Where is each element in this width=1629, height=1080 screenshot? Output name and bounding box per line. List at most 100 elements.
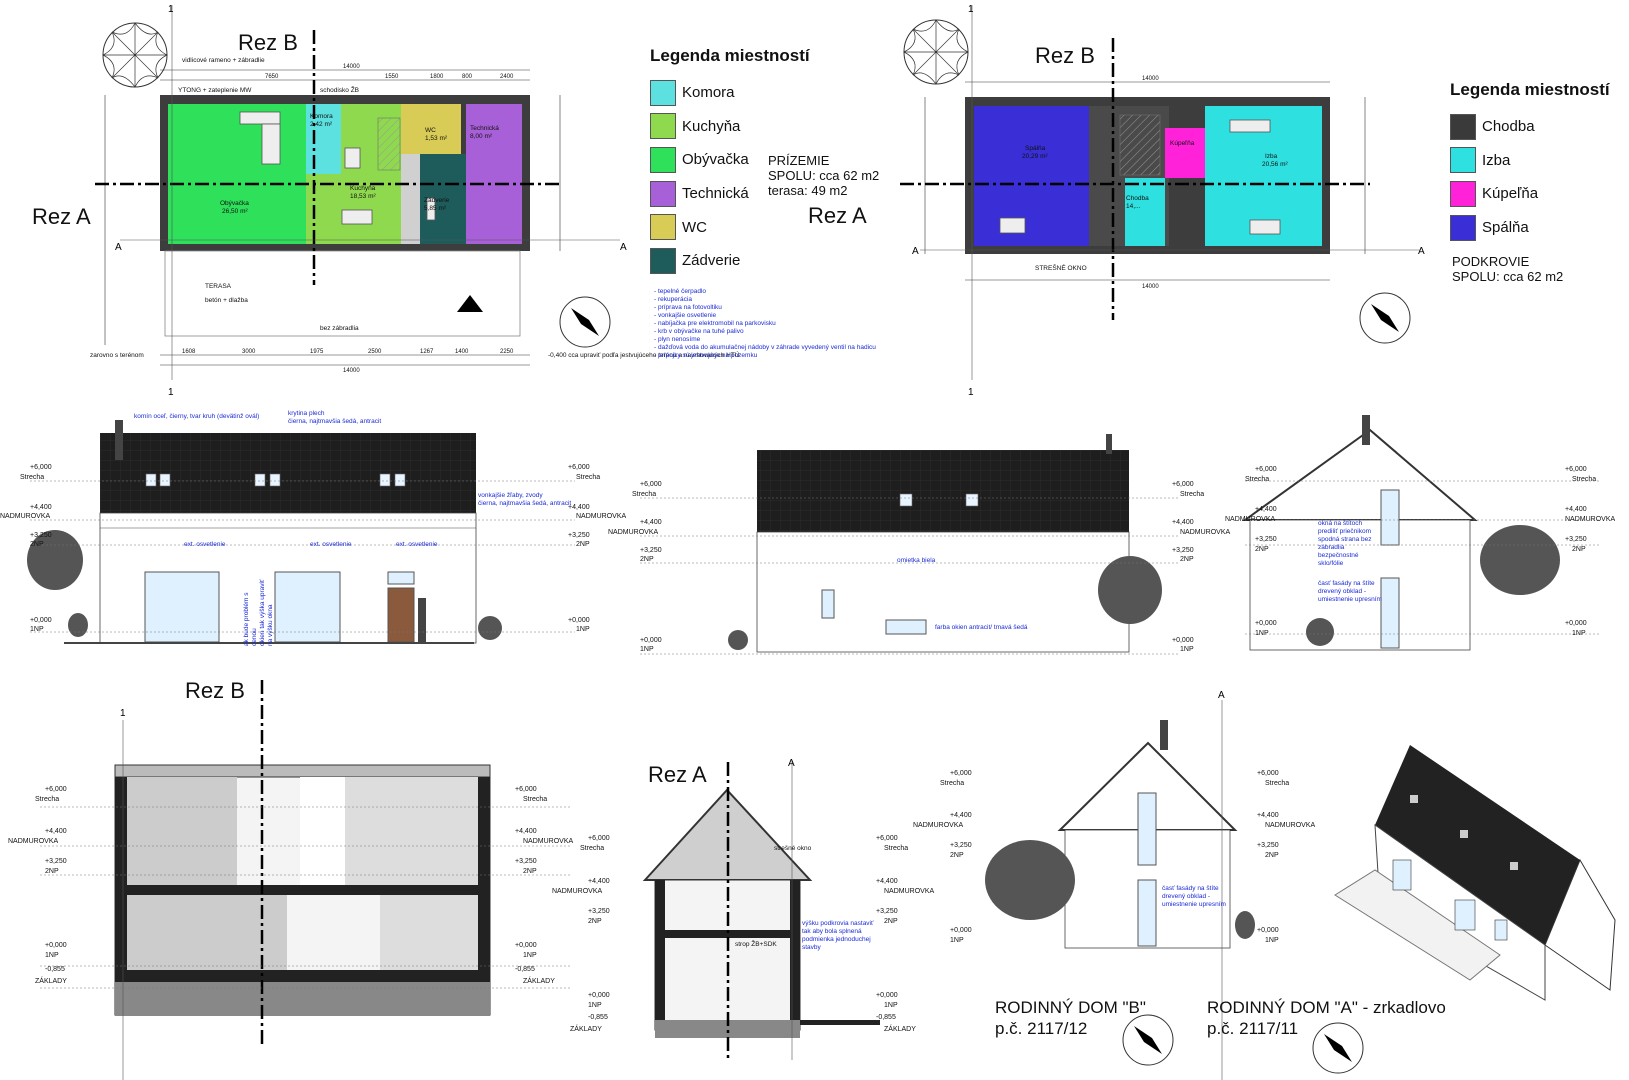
stresne-okno-note: strešné okno — [774, 845, 812, 852]
legend-item: Chodba — [1450, 110, 1610, 144]
legend-label: Komora — [682, 84, 735, 102]
legend-attic: Legenda miestností Chodba Izba Kúpeľňa S… — [1450, 80, 1610, 244]
svg-text:Strecha: Strecha — [884, 845, 908, 852]
svg-text:+4,400: +4,400 — [950, 812, 972, 819]
axis-1-label-bottom: 1 — [168, 387, 174, 398]
legend-label: Zádverie — [682, 252, 741, 270]
legend-label: Spálňa — [1482, 219, 1529, 237]
stresne-okno-label: STREŠNÉ OKNO — [1035, 263, 1087, 272]
room-area-zadverie: 5,85 m² — [424, 205, 447, 212]
rez-b-label-attic: Rez B — [1035, 43, 1095, 68]
rez-a-label-attic: Rez A — [808, 203, 867, 228]
rear-elevation — [728, 434, 1162, 653]
legend-item: Kuchyňa — [650, 110, 810, 144]
dim-bottom-3: 2500 — [368, 349, 382, 355]
svg-text:1NP: 1NP — [1265, 937, 1279, 944]
rez-a-label-ground: Rez A — [32, 204, 91, 229]
dim-bottom-6: 2250 — [500, 349, 514, 355]
svg-text:+6,000: +6,000 — [1255, 466, 1277, 473]
bez-zabradlia-label: bez zábradlia — [320, 325, 359, 332]
svg-text:+0,000: +0,000 — [1257, 927, 1279, 934]
svg-text:+0,000: +0,000 — [1172, 637, 1194, 644]
svg-text:+3,250: +3,250 — [950, 842, 972, 849]
svg-text:Strecha: Strecha — [1245, 476, 1269, 483]
svg-text:NADMUROVKA: NADMUROVKA — [523, 838, 574, 845]
house-b-title-line1: RODINNÝ DOM "B" — [995, 998, 1146, 1017]
gable-elevation — [1241, 415, 1560, 651]
cast-fasady-note-2: časť fasády na štíte drevený obklad - um… — [1162, 885, 1226, 908]
svg-text:-0,855: -0,855 — [588, 1014, 608, 1021]
legend-item: WC — [650, 210, 810, 244]
ground-summary-line3: terasa: 49 m2 — [768, 183, 848, 198]
svg-text:NADMUROVKA: NADMUROVKA — [913, 822, 964, 829]
svg-text:Strecha: Strecha — [1572, 476, 1596, 483]
legend-item: Kúpeľňa — [1450, 177, 1610, 211]
north-arrow-icon — [1122, 1014, 1174, 1066]
farba-okien-note: farba okien antracit/ tmavá šedá — [935, 624, 1028, 631]
svg-text:2NP: 2NP — [30, 541, 44, 548]
side-elev-axis-a: A — [1218, 690, 1225, 701]
axis-1-label: 1 — [168, 4, 174, 15]
svg-text:2NP: 2NP — [1255, 546, 1269, 553]
north-arrow-icon — [559, 296, 611, 348]
klampiar-note: vonkajšie žľaby, zvody čierna, najtmavši… — [478, 492, 572, 507]
rez-a-label-section: Rez A — [648, 762, 707, 787]
section-a-axis-label: A — [788, 758, 795, 769]
svg-text:NADMUROVKA: NADMUROVKA — [1180, 529, 1231, 536]
svg-text:-0,855: -0,855 — [515, 966, 535, 973]
svg-text:+0,000: +0,000 — [30, 617, 52, 624]
equipment-notes: - tepelné čerpadlo - rekuperácia - prípr… — [654, 288, 876, 359]
svg-text:NADMUROVKA: NADMUROVKA — [1265, 822, 1316, 829]
okna-stity-note: okná na štítoch prediliť priečnikom spod… — [1318, 520, 1372, 567]
legend-swatch — [650, 247, 676, 274]
svg-text:+0,000: +0,000 — [568, 617, 590, 624]
dim-top-1: 1550 — [385, 74, 399, 80]
legend-attic-title: Legenda miestností — [1450, 80, 1610, 99]
svg-text:NADMUROVKA: NADMUROVKA — [1225, 516, 1276, 523]
svg-text:1NP: 1NP — [884, 1002, 898, 1009]
svg-text:+6,000: +6,000 — [30, 464, 52, 471]
compass-rose-icon — [903, 19, 969, 85]
attic-axis-1-label-bottom: 1 — [968, 387, 974, 398]
rez-b-label-ground: Rez B — [238, 30, 298, 55]
svg-text:Strecha: Strecha — [940, 780, 964, 787]
svg-text:NADMUROVKA: NADMUROVKA — [8, 838, 59, 845]
attic-summary-line1: PODKROVIE — [1452, 254, 1530, 269]
dim-top-3: 800 — [462, 74, 473, 80]
dim-bottom-0: 1608 — [182, 349, 196, 355]
svg-text:-0,855: -0,855 — [45, 966, 65, 973]
svg-text:+0,000: +0,000 — [640, 637, 662, 644]
room-label-chodba: Chodba — [1126, 195, 1149, 202]
svg-text:1NP: 1NP — [950, 937, 964, 944]
room-area-komora: 2,42 m² — [310, 121, 333, 128]
schodisko-note: schodisko ŽB — [320, 85, 359, 94]
terasa-label: TERASA — [205, 283, 232, 290]
dim-top-0: 7650 — [265, 74, 279, 80]
svg-text:+4,400: +4,400 — [30, 504, 52, 511]
room-area-kuchyna: 18,53 m² — [350, 193, 376, 200]
legend-item: Zádverie — [650, 244, 810, 278]
legend-label: WC — [682, 218, 707, 236]
svg-text:NADMUROVKA: NADMUROVKA — [1565, 516, 1616, 523]
svg-text:+0,000: +0,000 — [950, 927, 972, 934]
svg-text:Strecha: Strecha — [1265, 780, 1289, 787]
legend-label: Technická — [682, 185, 749, 203]
svg-text:+3,250: +3,250 — [568, 532, 590, 539]
svg-text:NADMUROVKA: NADMUROVKA — [0, 513, 51, 520]
svg-text:Strecha: Strecha — [576, 474, 600, 481]
room-area-spalna: 20,29 m² — [1022, 153, 1048, 160]
svg-text:+4,400: +4,400 — [1565, 506, 1587, 513]
komin-note: komín oceľ, čierny, tvar kruh (devätinž … — [134, 413, 260, 420]
room-label-obyvacka: Obývačka — [220, 200, 249, 207]
svg-text:+3,250: +3,250 — [515, 858, 537, 865]
house-a-title-line2: p.č. 2117/11 — [1207, 1019, 1299, 1038]
terasa-note: betón + dlažba — [205, 297, 248, 304]
legend-swatch — [1450, 113, 1476, 140]
compass-rose-icon — [102, 22, 168, 88]
svg-text:Strecha: Strecha — [523, 796, 547, 803]
svg-text:Strecha: Strecha — [35, 796, 59, 803]
section-b-axis-1: 1 — [120, 708, 126, 719]
